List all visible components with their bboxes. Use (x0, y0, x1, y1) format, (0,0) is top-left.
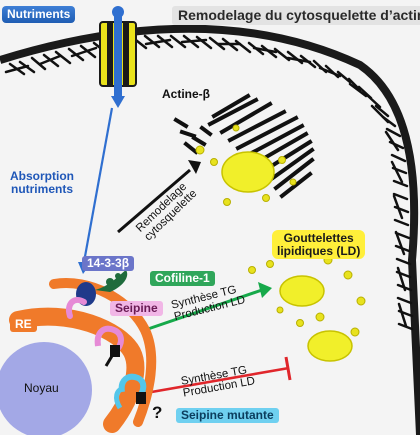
ld-line2: lipidiques (LD) (277, 243, 361, 258)
question-mark: ? (152, 403, 163, 422)
ld-line1: Gouttelettes (283, 231, 354, 245)
synthesis-arrowhead (258, 282, 272, 298)
absorption-line1: Absorption (10, 169, 74, 183)
protein-1433-label: 14-3-3β (82, 256, 135, 271)
seipin-icon (94, 325, 124, 367)
seipin-mutant-label: Seipine mutante (176, 408, 279, 423)
cofilin-label: Cofiline-1 (150, 271, 215, 286)
seipin-label: Seipine (110, 301, 163, 316)
remodel-arrowhead (188, 160, 201, 174)
re-label: RE (10, 317, 37, 332)
seipin-mutant-icon (114, 373, 147, 410)
absorption-arrow (82, 107, 114, 263)
absorption-label: Absorption nutriments (10, 170, 74, 195)
actin-label: Actine-β (162, 87, 210, 101)
page-title: Remodelage du cytosquelette d’actine (172, 6, 420, 25)
lipid-droplet-icon (221, 151, 275, 193)
endoplasmic-reticulum (9, 307, 145, 433)
inhibition-bar (284, 356, 292, 381)
remodel-arrow (117, 168, 191, 234)
ld-label: Gouttelettes lipidiques (LD) (272, 230, 366, 260)
lipid-droplets-small (248, 255, 366, 337)
nucleus-icon (0, 342, 92, 435)
small-droplets (195, 124, 297, 206)
nutrients-label: Nutriments (2, 6, 76, 23)
protein-complex (66, 270, 128, 319)
synthesis-arrow (144, 288, 263, 332)
inhibition-line (139, 366, 290, 396)
lipid-droplets-cluster (279, 275, 353, 362)
nucleus-label: Noyau (24, 381, 59, 395)
actin-filaments-icon (173, 93, 315, 199)
nutrient-transporter-icon (99, 6, 137, 108)
absorption-line2: nutriments (10, 181, 73, 196)
cortical-actin-icon (4, 34, 414, 331)
